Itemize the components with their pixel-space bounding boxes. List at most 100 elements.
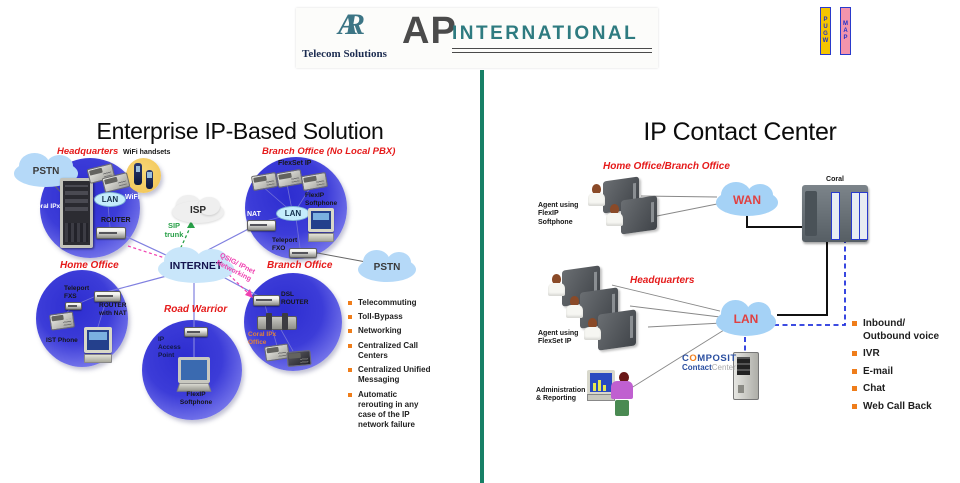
agent-monitor-icon xyxy=(621,195,657,235)
brand-international: INTERNATIONAL xyxy=(452,23,639,44)
list-item: Chat xyxy=(852,383,952,396)
left-benefits-list: Telecommuting Toll-Bypass Networking Cen… xyxy=(348,298,462,435)
list-item: Web Call Back xyxy=(852,401,952,414)
ist-phone-icon xyxy=(49,311,75,331)
teleport-fxs-icon xyxy=(65,302,82,310)
wifi-handsets-label: WiFi handsets xyxy=(123,149,171,156)
composit-o: O xyxy=(689,353,698,364)
map-text: MAP xyxy=(842,20,849,42)
branch-flexip-softphone-label: FlexIP Softphone xyxy=(305,192,338,207)
coral-ipx-office-label: Coral IPx Office xyxy=(248,331,277,346)
telecom-solutions-monogram-icon: AR xyxy=(338,10,365,40)
agent-monitor-icon xyxy=(598,309,636,351)
composit-contact: Contact xyxy=(682,362,712,372)
coral-ipx-office-icon xyxy=(257,313,297,330)
right-diagram-title: IP Contact Center xyxy=(643,118,837,146)
ip-access-point-label: IP Access Point xyxy=(158,336,181,359)
road-flexip-softphone-label: FlexIP Softphone xyxy=(179,391,213,406)
nat-label: NAT xyxy=(247,211,261,218)
list-item: Networking xyxy=(348,326,462,336)
nat-device-icon xyxy=(247,220,276,231)
list-item: Automatic rerouting in any case of the I… xyxy=(348,390,428,431)
list-item: Inbound/ Outbound voice xyxy=(852,318,944,343)
home-branch-label: Home Office/Branch Office xyxy=(603,161,730,172)
home-computer-icon xyxy=(84,327,112,363)
branch-lan-text: LAN xyxy=(284,209,302,218)
sip-trunk-label: SIP trunk xyxy=(164,221,184,239)
list-item: IVR xyxy=(852,348,952,361)
lan-text: LAN xyxy=(733,312,759,326)
road-warrior-label: Road Warrior xyxy=(164,304,228,315)
home-office-label: Home Office xyxy=(60,260,119,271)
headquarters-label: Headquarters xyxy=(57,146,119,157)
hq-wifi-label: WiFi xyxy=(125,194,140,201)
teleport-fxo-label: Teleport FXO xyxy=(272,237,298,252)
wifi-handset-icon xyxy=(134,163,142,185)
ist-phone-label: IST Phone xyxy=(46,337,78,344)
internet-text: INTERNET xyxy=(169,260,223,272)
coral-pbx-icon xyxy=(802,185,868,242)
brand-ap: AP xyxy=(402,10,457,52)
composit-center: Center xyxy=(711,362,736,372)
wifi-handset-icon xyxy=(146,170,153,189)
composit-c: C xyxy=(682,353,690,364)
lan-cloud: LAN xyxy=(716,299,776,339)
coral-ipx-rack-icon xyxy=(60,178,93,248)
branch-lan-oval: LAN xyxy=(276,206,310,221)
vertical-divider xyxy=(480,70,484,483)
ip-access-point-icon xyxy=(184,327,208,337)
coral-ipx-label: Coral IPx xyxy=(32,203,61,210)
home-router-icon xyxy=(94,291,121,302)
agent-person xyxy=(584,318,601,340)
pugw-text: PUGW xyxy=(822,17,829,45)
admin-workstation-icon xyxy=(585,368,643,430)
list-item: Centralized Call Centers xyxy=(348,341,428,361)
hq-lan-oval: LAN xyxy=(94,192,126,207)
teleport-fxs-label: Teleport FXS xyxy=(64,285,90,300)
agent-flexset-label: Agent using FlexSet IP xyxy=(538,330,579,346)
wan-text: WAN xyxy=(733,193,761,207)
composit-contact-center-logo: COMPOSIT ContactCenter xyxy=(682,354,737,372)
map-card: MAP xyxy=(840,7,851,55)
branch-no-pbx-label: Branch Office (No Local PBX) xyxy=(262,146,396,157)
isp-cloud: ISP xyxy=(172,194,224,226)
pugw-card: PUGW xyxy=(820,7,831,55)
brand-underline xyxy=(452,48,652,53)
dsl-router-label: DSL ROUTER xyxy=(281,291,309,306)
pstn-left-text: PSTN xyxy=(32,165,60,177)
dsl-router-icon xyxy=(253,295,280,306)
list-item: Centralized Unified Messaging xyxy=(348,365,438,385)
monogram-letter-a: A xyxy=(338,8,359,41)
road-laptop-icon xyxy=(176,357,212,392)
flexset-ip-label: FlexSet IP xyxy=(278,160,312,167)
list-item: E-mail xyxy=(852,366,952,379)
isp-text: ISP xyxy=(189,204,207,216)
right-channels-list: Inbound/ Outbound voice IVR E-mail Chat … xyxy=(852,318,952,418)
admin-reporting-label: Administration & Reporting xyxy=(536,387,586,403)
branch-computer-icon xyxy=(308,208,334,242)
agent-person xyxy=(548,274,565,296)
list-item: Toll-Bypass xyxy=(348,312,462,322)
router-with-nat-label: ROUTER with NAT xyxy=(99,302,127,317)
hq-lan-text: LAN xyxy=(101,195,119,204)
agent-person xyxy=(606,204,623,226)
contact-center-server-icon xyxy=(733,352,759,400)
branch-dark-phone-icon xyxy=(286,349,312,368)
pstn-right-cloud: PSTN xyxy=(358,249,416,285)
internet-cloud: INTERNET xyxy=(158,246,234,286)
branch-office-label: Branch Office xyxy=(267,260,333,271)
hq-router-label: ROUTER xyxy=(101,217,131,224)
agent-person xyxy=(566,296,583,318)
coral-label: Coral xyxy=(826,176,844,183)
monogram-letter-r: R xyxy=(345,8,366,41)
wifi-handsets-bubble xyxy=(126,158,161,193)
hq-router-icon xyxy=(96,227,126,239)
left-diagram-title: Enterprise IP-Based Solution xyxy=(96,118,384,144)
teleport-fxo-icon xyxy=(289,248,317,258)
logo-tagline: Telecom Solutions xyxy=(302,48,387,60)
wan-cloud: WAN xyxy=(716,181,778,219)
pstn-left-cloud: PSTN xyxy=(14,152,78,190)
list-item: Telecommuting xyxy=(348,298,462,308)
pstn-right-text: PSTN xyxy=(373,261,401,273)
